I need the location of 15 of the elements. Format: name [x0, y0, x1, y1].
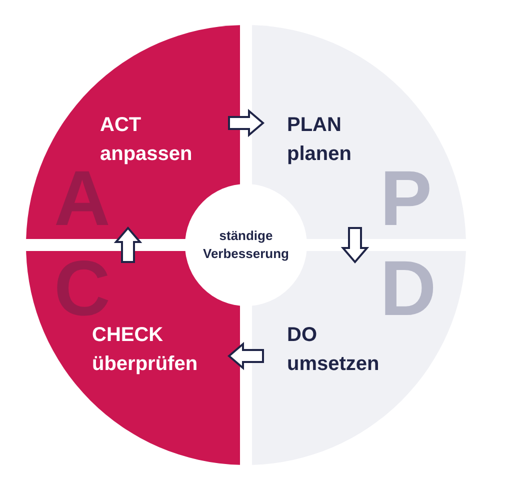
phase-subtitle: planen — [287, 142, 352, 167]
phase-title: ACT — [100, 113, 142, 138]
phase-subtitle: überprüfen — [92, 352, 198, 377]
block-arrow — [228, 108, 265, 138]
phase-subtitle: anpassen — [100, 142, 192, 167]
block-arrow — [340, 227, 370, 264]
phase-title: DO — [287, 323, 318, 348]
phase-letter: D — [380, 249, 436, 327]
phase-subtitle: umsetzen — [287, 352, 380, 377]
block-arrow — [114, 226, 142, 263]
phase-title: CHECK — [92, 323, 164, 348]
block-arrow — [227, 342, 264, 370]
center-label: ständige Verbesserung — [202, 227, 290, 263]
phase-letter: P — [380, 159, 432, 237]
phase-title: PLAN — [287, 113, 342, 138]
